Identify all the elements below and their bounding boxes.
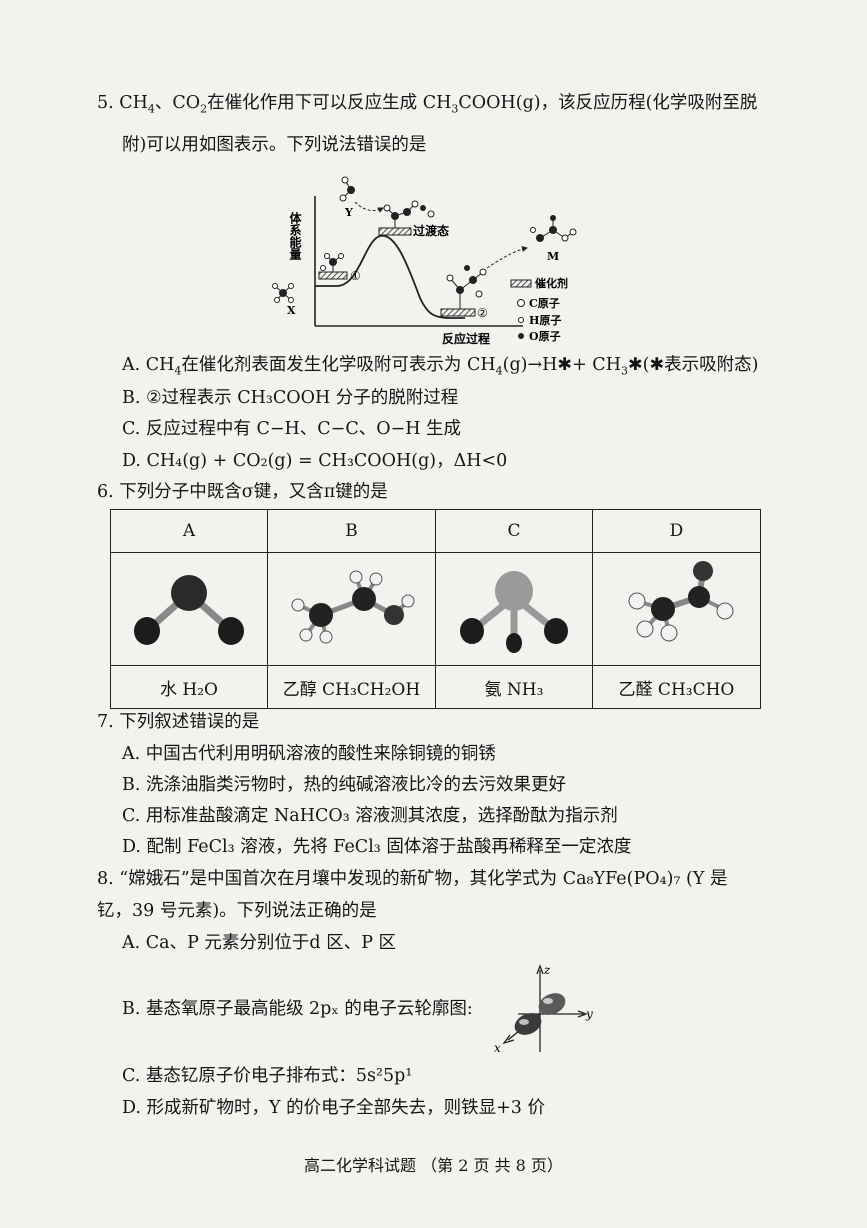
arrow-y-to-ts bbox=[354, 201, 384, 213]
molecule-x bbox=[272, 283, 294, 303]
ammonia-model-image bbox=[459, 570, 568, 653]
q5-option-c: C. 反应过程中有 C−H、C−C、O−H 生成 bbox=[122, 419, 462, 439]
q6-header-c: C bbox=[434, 509, 593, 553]
legend-catalyst: 催化剂 bbox=[535, 276, 568, 290]
acetaldehyde-model-image bbox=[628, 560, 734, 641]
q7-stem: 7. 下列叙述错误的是 bbox=[97, 712, 260, 732]
legend-h: H原子 bbox=[529, 314, 561, 327]
q8-stem-line2: 钇，39 号元素)。下列说法正确的是 bbox=[97, 901, 377, 921]
label-y: Y bbox=[344, 206, 353, 219]
q8-option-a: A. Ca、P 元素分别位于d 区、P 区 bbox=[122, 933, 397, 953]
catalyst-block-1 bbox=[318, 271, 348, 280]
q8-option-c: C. 基态钇原子价电子排布式：5s²5p¹ bbox=[122, 1066, 413, 1086]
q6-stem: 6. 下列分子中既含σ键，又含π键的是 bbox=[97, 482, 388, 502]
q6-header-d: D bbox=[591, 509, 762, 553]
q8-stem-line1: 8. “嫦娥石”是中国首次在月壤中发现的新矿物，其化学式为 Ca₈YFe(PO₄… bbox=[97, 869, 728, 889]
arrow-desorption bbox=[486, 246, 528, 269]
axis-z-label: z bbox=[543, 963, 551, 977]
page-footer: 高二化学科试题 （第 2 页 共 8 页） bbox=[304, 1156, 563, 1175]
stage-2-label: ② bbox=[477, 306, 488, 320]
q6-header-b: B bbox=[266, 509, 436, 553]
water-model-image bbox=[133, 574, 244, 645]
q6-name-acetaldehyde: 乙醛 CH₃CHO bbox=[591, 665, 762, 709]
legend-o: O原子 bbox=[529, 330, 561, 343]
label-x: X bbox=[287, 304, 296, 317]
catalyst-block-ts bbox=[378, 227, 412, 236]
legend-c-swatch bbox=[517, 299, 525, 307]
axis-x-label: x bbox=[494, 1041, 501, 1055]
q6-molecule-table: A B C D bbox=[110, 509, 762, 709]
molecule-y bbox=[339, 176, 355, 202]
q5-option-d: D. CH₄(g) + CO₂(g) = CH₃COOH(g)，ΔH<0 bbox=[122, 451, 508, 471]
label-m: M bbox=[547, 250, 559, 263]
q7-option-c: C. 用标准盐酸滴定 NaHCO₃ 溶液测其浓度，选择酚酞为指示剂 bbox=[122, 806, 618, 826]
molecule-adsorbed-2 bbox=[446, 265, 487, 309]
energy-curve bbox=[315, 234, 465, 319]
catalyst-block-2 bbox=[440, 308, 476, 317]
q5-stem-line2: 附)可以用如图表示。下列说法错误的是 bbox=[122, 135, 427, 155]
x-axis-label: 反应过程 bbox=[442, 331, 490, 346]
molecule-m bbox=[530, 215, 577, 242]
q6-model-ammonia bbox=[434, 552, 593, 666]
legend-catalyst-swatch bbox=[510, 279, 532, 288]
q7-option-b: B. 洗涤油脂类污物时，热的纯碱溶液比冷的去污效果更好 bbox=[122, 775, 566, 795]
q8-option-b: B. 基态氧原子最高能级 2pₓ 的电子云轮廓图: bbox=[122, 999, 473, 1019]
legend-c: C原子 bbox=[529, 297, 560, 310]
legend-o-swatch bbox=[518, 333, 524, 339]
y-axis-label: 体系能量 bbox=[288, 211, 302, 260]
molecule-transition-state bbox=[383, 200, 435, 228]
transition-state-label: 过渡态 bbox=[413, 223, 449, 238]
q7-option-d: D. 配制 FeCl₃ 溶液，先将 FeCl₃ 固体溶于盐酸再稀释至一定浓度 bbox=[122, 837, 632, 857]
q5-option-a: A. CH4在催化剂表面发生化学吸附可表示为 CH4(g)→H✱+ CH3✱(✱… bbox=[122, 355, 759, 378]
stage-1-label: ① bbox=[350, 269, 361, 283]
q6-model-water bbox=[110, 552, 268, 666]
q6-model-ethanol bbox=[266, 552, 436, 666]
q6-name-water: 水 H₂O bbox=[110, 665, 268, 709]
q8-option-d: D. 形成新矿物时，Y 的价电子全部失去，则铁显+3 价 bbox=[122, 1098, 546, 1118]
ethanol-model-image bbox=[291, 570, 415, 643]
q6-name-ammonia: 氨 NH₃ bbox=[434, 665, 593, 709]
q5-option-b: B. ②过程表示 CH₃COOH 分子的脱附过程 bbox=[122, 388, 459, 408]
p-orbital-diagram: z y x bbox=[494, 963, 593, 1055]
q7-option-a: A. 中国古代利用明矾溶液的酸性来除铜镜的铜锈 bbox=[122, 744, 496, 764]
axis-y-label: y bbox=[585, 1007, 593, 1021]
q6-header-a: A bbox=[110, 509, 268, 553]
legend-h-swatch bbox=[518, 317, 524, 323]
molecule-adsorbed-1 bbox=[320, 253, 344, 272]
q6-model-acetaldehyde bbox=[591, 552, 762, 666]
reaction-energy-diagram: 体系能量 反应过程 ① 过渡态 ② X Y bbox=[272, 176, 577, 346]
q6-name-ethanol: 乙醇 CH₃CH₂OH bbox=[266, 665, 436, 709]
q5-stem-line1: 5. CH4、CO2在催化作用下可以反应生成 CH3COOH(g)，该反应历程(… bbox=[97, 93, 758, 116]
